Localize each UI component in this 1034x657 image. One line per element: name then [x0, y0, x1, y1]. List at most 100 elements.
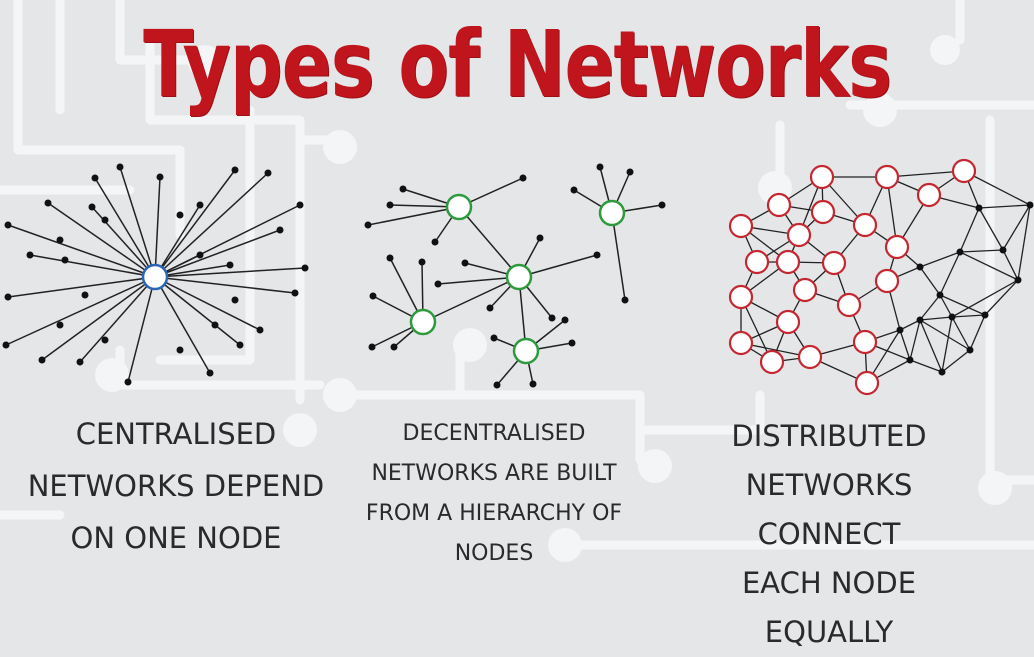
edge: [919, 266, 941, 296]
edge: [939, 294, 953, 318]
edge: [941, 349, 971, 373]
mesh-node: [916, 316, 924, 324]
leaf-node: [296, 201, 304, 209]
edge: [886, 170, 965, 178]
mesh-node-highlighted: [821, 250, 847, 276]
mesh-node-highlighted: [728, 284, 754, 310]
mesh-node-highlighted: [884, 234, 910, 260]
mesh-node: [916, 263, 924, 271]
edge: [941, 316, 953, 373]
edge: [154, 176, 161, 278]
caption-line: FROM A HIERARCHY OF: [365, 501, 623, 526]
mesh-node: [1014, 276, 1022, 284]
edge: [41, 276, 156, 361]
mesh-node-highlighted: [797, 344, 823, 370]
centralised-caption: CENTRALISED NETWORKS DEPEND ON ONE NODE: [20, 408, 332, 564]
edge: [94, 177, 156, 278]
leaf-node: [536, 234, 544, 242]
leaf-node: [176, 346, 184, 354]
edge: [969, 314, 986, 351]
mesh-node-highlighted: [759, 349, 785, 375]
leaf-node: [61, 256, 69, 264]
leaf-node: [231, 296, 239, 304]
mesh-node: [896, 326, 904, 334]
leaf-node: [486, 304, 494, 312]
leaf-node: [91, 174, 99, 182]
leaf-node: [101, 216, 109, 224]
mesh-node-highlighted: [766, 192, 792, 218]
edge: [518, 254, 598, 278]
edge: [919, 316, 953, 321]
caption-line: NETWORKS DEPEND: [27, 469, 325, 503]
leaf-node: [101, 336, 109, 344]
leaf-node: [368, 343, 376, 351]
mesh-node-highlighted: [775, 249, 801, 275]
leaf-node: [76, 358, 84, 366]
mesh-node-highlighted: [728, 330, 754, 356]
edge: [951, 316, 971, 351]
mesh-node-highlighted: [786, 222, 812, 248]
mesh-node: [906, 356, 914, 364]
edge: [959, 251, 1019, 281]
edge: [458, 206, 520, 278]
edge: [919, 319, 971, 351]
leaf-node: [88, 203, 96, 211]
edge: [5, 276, 156, 346]
edge: [79, 276, 156, 363]
mesh-node-highlighted: [792, 277, 818, 303]
caption-line: DECENTRALISED: [402, 421, 586, 446]
leaf-node: [236, 341, 244, 349]
mesh-node-highlighted: [728, 213, 754, 239]
edge: [978, 204, 1031, 209]
mesh-node-highlighted: [854, 370, 880, 396]
mesh-node-highlighted: [836, 292, 862, 318]
edge: [951, 314, 986, 318]
leaf-node: [4, 293, 12, 301]
leaf-node: [196, 201, 204, 209]
leaf-node: [256, 326, 264, 334]
leaf-node: [626, 168, 634, 176]
circuit-dots: [95, 35, 1012, 562]
mesh-node-highlighted: [744, 249, 770, 275]
leaf-node: [116, 163, 124, 171]
distributed-network: [728, 158, 1034, 396]
edge: [127, 276, 156, 383]
leaf-node: [621, 296, 629, 304]
caption-line: ON ONE NODE: [70, 521, 282, 555]
edge: [959, 249, 1004, 253]
leaf-node: [519, 174, 527, 182]
hub-node: [445, 193, 473, 221]
leaf-node: [548, 314, 556, 322]
caption-line: CENTRALISED: [75, 417, 277, 451]
edge: [939, 294, 986, 316]
edge: [154, 169, 236, 278]
central-hub-node: [141, 263, 169, 291]
mesh-node: [966, 346, 974, 354]
edge: [437, 276, 520, 285]
leaf-node: [226, 261, 234, 269]
edge: [154, 229, 281, 278]
leaf-node: [291, 289, 299, 297]
leaf-node: [81, 291, 89, 299]
edge: [899, 329, 911, 361]
edge: [978, 207, 1004, 251]
leaf-node: [364, 221, 372, 229]
leaf-node: [276, 226, 284, 234]
leaf-node: [596, 163, 604, 171]
mesh-node-highlighted: [809, 164, 835, 190]
leaf-node: [399, 185, 407, 193]
mesh-node: [956, 248, 964, 256]
distributed-caption: DISTRIBUTED NETWORKS CONNECT EACH NODE E…: [676, 412, 982, 657]
leaf-node: [593, 251, 601, 259]
leaf-node: [124, 378, 132, 386]
leaf-node: [386, 254, 394, 262]
edge: [1017, 204, 1031, 281]
mesh-node-highlighted: [852, 329, 878, 355]
leaf-node: [264, 169, 272, 177]
mesh-node-highlighted: [810, 199, 836, 225]
mesh-node-highlighted: [775, 309, 801, 335]
edge: [984, 279, 1019, 316]
edge: [47, 202, 156, 278]
leaf-node: [44, 199, 52, 207]
leaf-node: [26, 251, 34, 259]
